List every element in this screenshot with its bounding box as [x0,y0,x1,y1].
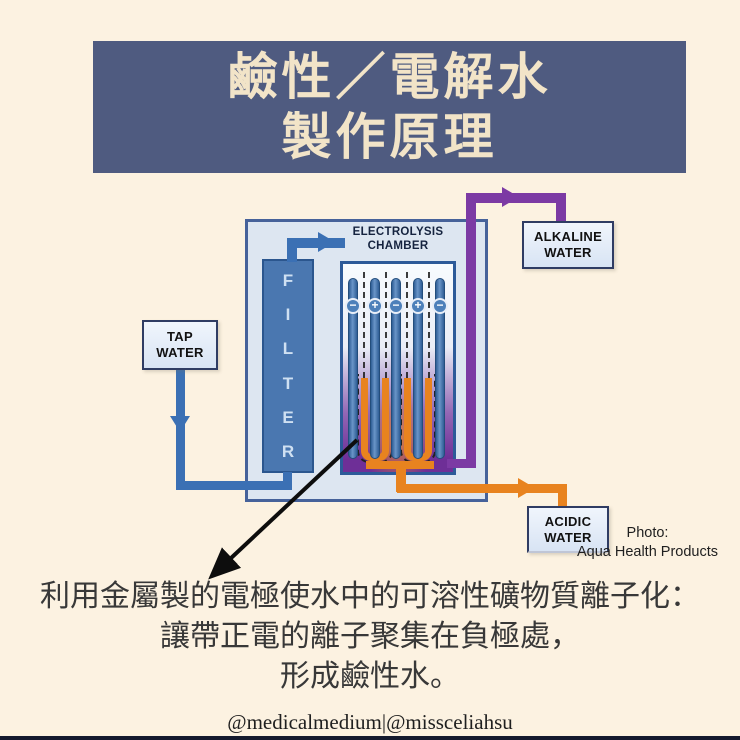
filter-letter: F [282,271,294,290]
orange-arrowhead-icon [518,478,535,498]
purple-arrowhead-icon [502,187,519,207]
electrode-plate [435,278,445,459]
caption-line-3: 形成鹼性水。 [280,660,460,693]
filter-letter: L [282,339,294,359]
filter-column: F I L T E R [262,259,314,473]
filter-letter: T [282,373,294,393]
electrode-polarity-negative: − [345,298,361,314]
blue-pipe-riser [287,238,297,262]
social-handle: @medicalmedium|@missceliahsu [227,710,513,734]
electrode-plate [370,278,380,459]
orange-pipe-down [558,484,567,510]
photo-credit: Photo: Aqua Health Products [560,524,735,562]
bottom-bar [0,736,740,740]
acidic-water-line-2: WATER [544,529,592,545]
filter-letter: R [281,441,295,461]
purple-pipe-stub [447,459,469,468]
alkaline-water-line-2: WATER [544,245,592,260]
blue-arrowhead-icon [318,232,335,252]
tap-water-pipe-horizontal [176,481,292,490]
electrode-plate [391,278,401,459]
blue-pipe-top [287,238,345,248]
caption-line-2: 讓帶正電的離子聚集在負極處， [160,620,580,653]
tap-water-line-1: TAP [167,329,193,344]
title-banner: 鹼性／電解水 製作原理 [93,41,686,173]
tap-water-pipe-stub [283,472,292,483]
membrane-dashed-line [406,272,408,448]
orange-outlet-drop [396,464,406,492]
electrode-polarity-positive: + [410,298,426,314]
photo-credit-line-2: Aqua Health Products [576,544,719,560]
chamber-label-line-2: CHAMBER [367,240,429,252]
tap-water-line-2: WATER [156,345,204,360]
membrane-dashed-line [385,272,387,448]
purple-pipe-down [556,193,566,223]
caption-text: 利用金屬製的電極使水中的可溶性礦物質離子化： 讓帶正電的離子聚集在負極處， 形成… [0,577,740,697]
acidic-water-box: ACIDIC WATER [527,506,609,553]
tap-water-box: TAP WATER [142,320,218,370]
blue-down-arrowhead-icon [170,416,190,432]
membrane-dashed-line [363,272,365,448]
chamber-label-line-1: ELECTROLYSIS [352,226,444,238]
alkaline-water-box: ALKALINE WATER [522,221,614,269]
electrolysis-chamber-label: ELECTROLYSIS CHAMBER [330,225,466,253]
electrode-polarity-negative: − [388,298,404,314]
filter-letter: E [282,407,294,427]
electrode-polarity-negative: − [432,298,448,314]
orange-pipe-horizontal [397,484,567,493]
membrane-dashed-line [428,272,430,448]
purple-pipe-vertical [466,193,476,468]
filter-letter: I [285,305,291,325]
title-line-1: 鹼性／電解水 [227,49,552,105]
title-line-2: 製作原理 [281,109,498,165]
electrode-plate [413,278,423,459]
caption-line-1: 利用金屬製的電極使水中的可溶性礦物質離子化： [40,580,700,613]
photo-credit-line-1: Photo: [626,525,669,541]
alkaline-water-line-1: ALKALINE [533,229,603,244]
acidic-water-line-1: ACIDIC [544,513,592,529]
electrode-polarity-positive: + [367,298,383,314]
